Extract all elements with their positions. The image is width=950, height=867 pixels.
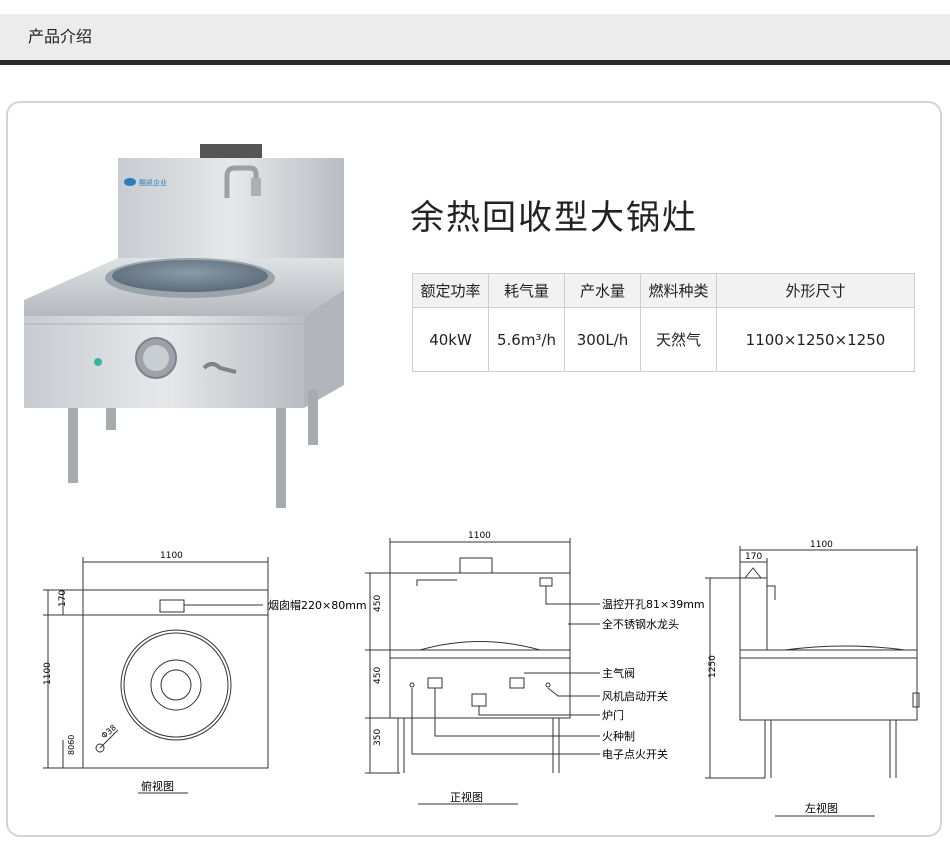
front-view-dim-450-mid: 450 <box>373 667 383 684</box>
front-view-dim-350: 350 <box>373 729 383 746</box>
section-header-title: 产品介绍 <box>28 27 93 46</box>
side-view-drawing: 1100 170 1250 左视图 <box>705 540 920 817</box>
front-view-dim-450-top: 450 <box>373 595 383 612</box>
spec-table-header-row: 额定功率 耗气量 产水量 燃料种类 外形尺寸 <box>412 273 915 308</box>
front-view-callout-door: 炉门 <box>602 708 624 722</box>
front-view-caption: 正视图 <box>450 790 483 804</box>
front-view-drawing: 1100 450 450 350 温控开孔81×39mm 全不锈钢水龙头 主气阀… <box>365 531 705 805</box>
top-view-dim-170: 170 <box>58 590 68 607</box>
top-view-dim-width: 1100 <box>160 551 183 561</box>
product-title: 余热回收型大锅灶 <box>410 198 698 238</box>
top-view-drawing: 1100 170 1100 8060 Φ38 烟囱帽220×80mm 俯视图 <box>43 551 367 794</box>
front-view-callout-thermostat: 温控开孔81×39mm <box>602 597 705 611</box>
side-view-dim-width: 1100 <box>810 540 833 550</box>
spec-header-size: 外形尺寸 <box>716 273 915 308</box>
top-view-callout-hood: 烟囱帽220×80mm <box>268 598 367 612</box>
spec-cell-gas: 5.6m³/h <box>488 307 565 372</box>
front-view-callout-ignition: 电子点火开关 <box>602 747 668 761</box>
top-view-hole-label: Φ38 <box>100 723 118 740</box>
spec-header-water: 产水量 <box>564 273 641 308</box>
spec-cell-fuel: 天然气 <box>640 307 717 372</box>
front-view-callout-faucet: 全不锈钢水龙头 <box>602 617 679 631</box>
spec-cell-size: 1100×1250×1250 <box>716 307 915 372</box>
front-view-callout-main-valve: 主气阀 <box>602 666 635 680</box>
brand-logo: 酷凯企业 <box>124 178 167 187</box>
table-row: 40kW 5.6m³/h 300L/h 天然气 1100×1250×1250 <box>412 307 915 372</box>
top-view-dim-bottom: 8060 <box>67 735 76 755</box>
side-view-dim-170: 170 <box>745 552 762 562</box>
front-view-dim-width: 1100 <box>468 531 491 541</box>
side-view-dim-height: 1250 <box>708 655 718 678</box>
top-view-dim-depth: 1100 <box>43 662 53 685</box>
spec-cell-water: 300L/h <box>564 307 641 372</box>
brand-logo-text: 酷凯企业 <box>139 178 167 187</box>
front-view-callout-fan-switch: 风机启动开关 <box>602 689 668 703</box>
spec-header-gas: 耗气量 <box>488 273 565 308</box>
side-view-caption: 左视图 <box>805 801 838 815</box>
front-view-callout-pilot: 火种制 <box>602 729 635 743</box>
product-photo: 酷凯企业 <box>24 144 344 508</box>
header-divider <box>0 60 950 65</box>
spec-header-fuel: 燃料种类 <box>640 273 717 308</box>
top-view-caption: 俯视图 <box>141 779 174 793</box>
spec-cell-power: 40kW <box>412 307 489 372</box>
spec-table: 额定功率 耗气量 产水量 燃料种类 外形尺寸 40kW 5.6m³/h 300L… <box>412 273 915 372</box>
spec-header-power: 额定功率 <box>412 273 489 308</box>
section-header-bar <box>0 14 950 60</box>
